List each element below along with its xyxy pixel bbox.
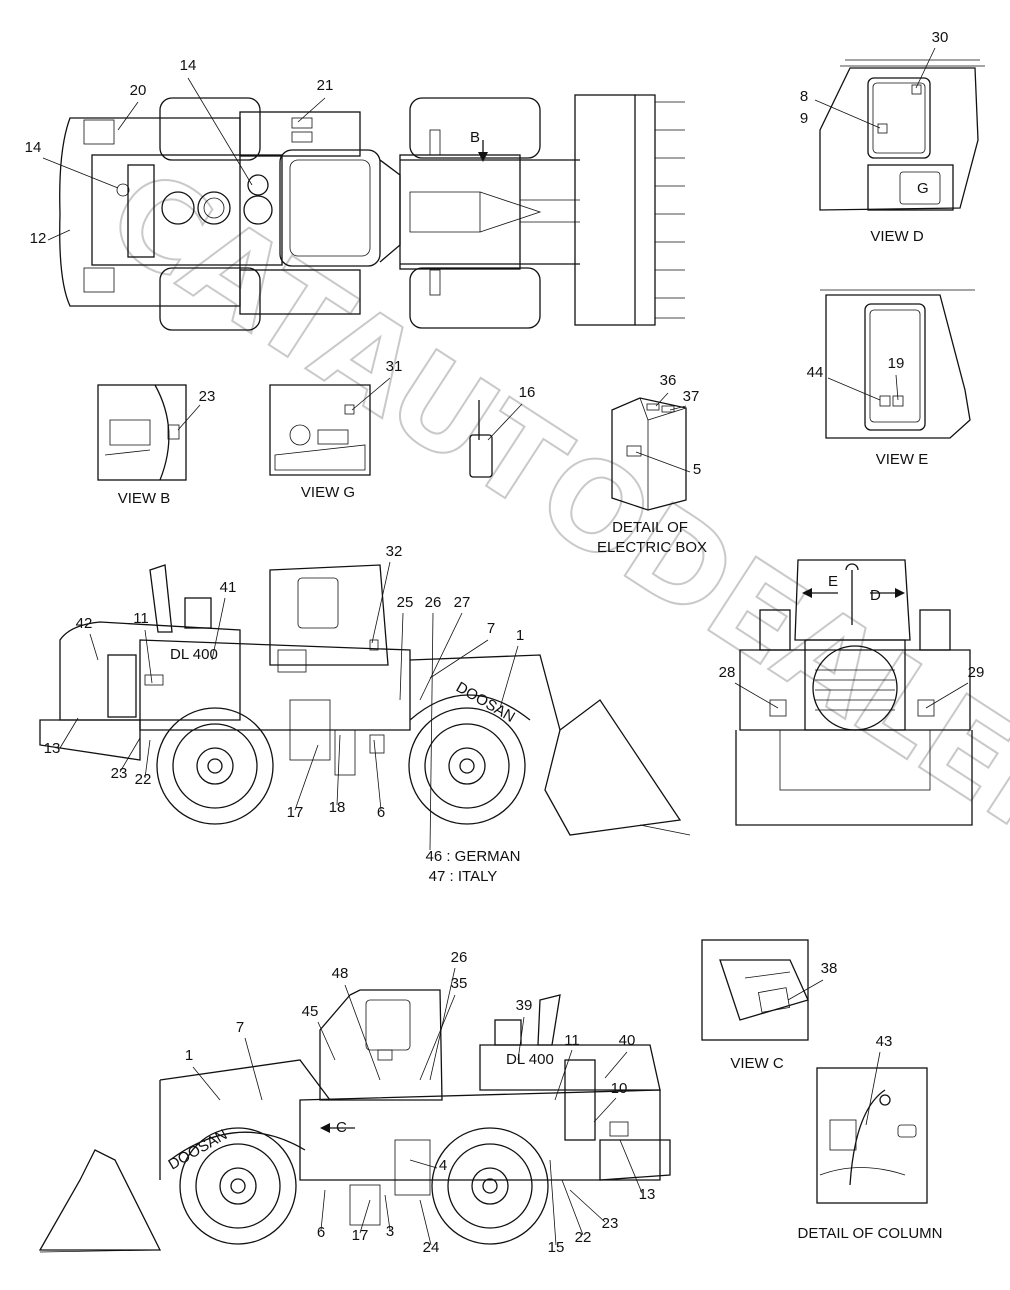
- caption-lang-47: 47 : ITALY: [429, 868, 498, 885]
- caption-view-d: VIEW D: [870, 228, 924, 245]
- callout-c26b: 26: [451, 949, 468, 966]
- callout-c32: 32: [386, 543, 403, 560]
- callout-c6a: 6: [377, 804, 385, 821]
- callout-c14a: 14: [180, 57, 197, 74]
- watermark-text: CATAUTODEALER.RU: [84, 143, 1010, 1010]
- view-d-drawing: G: [819, 59, 985, 211]
- brand-name-2: DOOSAN: [166, 1126, 231, 1173]
- callout-c8: 8: [800, 88, 808, 105]
- caption-detail-eb-1: DETAIL OF: [612, 519, 688, 536]
- callout-c18: 18: [329, 799, 346, 816]
- callout-c26a: 26: [425, 594, 442, 611]
- caption-lang-46: 46 : GERMAN: [425, 848, 520, 865]
- callout-c4: 4: [439, 1157, 447, 1174]
- brand-name-1: DOOSAN: [453, 679, 518, 726]
- callout-c38: 38: [821, 960, 838, 977]
- caption-view-e: VIEW E: [876, 451, 929, 468]
- callout-c30: 30: [932, 29, 949, 46]
- arrow-c-label: C: [336, 1119, 347, 1136]
- callout-c24: 24: [423, 1239, 440, 1256]
- callout-c16: 16: [519, 384, 536, 401]
- callout-c7a: 7: [487, 620, 495, 637]
- view-g-drawing: [269, 384, 371, 476]
- callout-c11b: 11: [564, 1032, 580, 1049]
- callout-c7b: 7: [236, 1019, 244, 1036]
- callout-c5: 5: [693, 461, 701, 478]
- callout-c41: 41: [220, 579, 237, 596]
- arrow-b-label: B: [470, 129, 480, 146]
- callout-c11a: 11: [133, 610, 149, 627]
- side-view-right: DL 400 DOOSAN: [39, 564, 691, 836]
- view-captions: VIEW D VIEW E VIEW B VIEW G DETAIL OF ELECTRI…: [118, 228, 943, 1242]
- arrow-d-label: D: [870, 587, 881, 604]
- arrow-e-label: E: [828, 573, 838, 590]
- callout-c22a: 22: [135, 771, 152, 788]
- callout-c23a: 23: [199, 388, 216, 405]
- callout-c43: 43: [876, 1033, 893, 1050]
- mark-g-label: G: [917, 180, 929, 197]
- callout-c21: 21: [317, 77, 334, 94]
- column-detail-drawing: [816, 1067, 928, 1204]
- rear-view: E D: [735, 559, 973, 826]
- side-view-left: DL 400 DOOSAN C: [38, 989, 671, 1253]
- callout-c19: 19: [888, 355, 905, 372]
- callout-c1a: 1: [516, 627, 524, 644]
- callout-c14b: 14: [25, 139, 42, 156]
- callout-c25: 25: [397, 594, 414, 611]
- callout-c36: 36: [660, 372, 677, 389]
- callout-c39: 39: [516, 997, 533, 1014]
- caption-view-b: VIEW B: [118, 490, 171, 507]
- tag-16-drawing: [469, 400, 493, 478]
- callout-c15: 15: [548, 1239, 565, 1256]
- callout-c29: 29: [968, 664, 985, 681]
- callout-c35: 35: [451, 975, 468, 992]
- callout-c17a: 17: [287, 804, 304, 821]
- callout-c10: 10: [611, 1080, 628, 1097]
- callout-c20: 20: [130, 82, 147, 99]
- caption-detail-eb-2: ELECTRIC BOX: [597, 539, 707, 556]
- callout-c22b: 22: [575, 1229, 592, 1246]
- callout-c42: 42: [76, 615, 93, 632]
- model-name-side-2: DL 400: [506, 1051, 554, 1068]
- callout-c40: 40: [619, 1032, 636, 1049]
- callout-c23c: 23: [602, 1215, 619, 1232]
- caption-view-g: VIEW G: [301, 484, 355, 501]
- callout-c17b: 17: [352, 1227, 369, 1244]
- callout-c13a: 13: [44, 740, 61, 757]
- callout-c44: 44: [807, 364, 824, 381]
- caption-detail-col: DETAIL OF COLUMN: [797, 1225, 942, 1242]
- callout-c37: 37: [683, 388, 700, 405]
- callout-c27: 27: [454, 594, 471, 611]
- callout-c45: 45: [302, 1003, 319, 1020]
- callout-c28: 28: [719, 664, 736, 681]
- callout-c1b: 1: [185, 1047, 193, 1064]
- callout-c9: 9: [800, 110, 808, 127]
- view-b-drawing: [97, 384, 187, 481]
- callout-c23b: 23: [111, 765, 128, 782]
- callout-c12: 12: [30, 230, 47, 247]
- caption-view-c: VIEW C: [730, 1055, 784, 1072]
- leader-lines: [42, 47, 969, 1246]
- callout-c13b: 13: [639, 1186, 656, 1203]
- top-view-machine: B: [59, 94, 685, 331]
- electric-box-drawing: [611, 397, 687, 511]
- callout-c31: 31: [386, 358, 403, 375]
- callout-c6b: 6: [317, 1224, 325, 1241]
- view-e-drawing: [820, 289, 975, 439]
- callout-c3: 3: [386, 1223, 394, 1240]
- view-c-drawing: [701, 939, 809, 1041]
- callout-c48: 48: [332, 965, 349, 982]
- model-name-side-1: DL 400: [170, 646, 218, 663]
